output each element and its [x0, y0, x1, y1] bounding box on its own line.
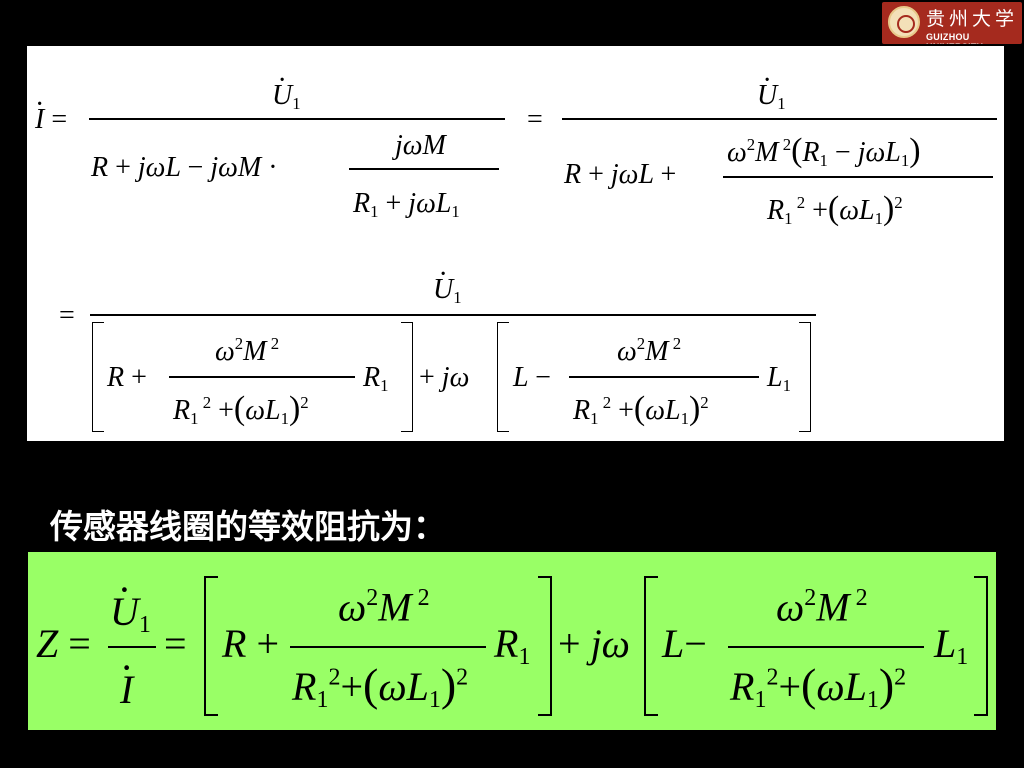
- bracket1-r-plus: R +: [107, 362, 147, 393]
- z-numerator-u1: U1: [110, 592, 151, 638]
- right-bracket-2: [799, 322, 811, 432]
- bracket2-denominator: R1 2 +(ωL1)2: [573, 390, 709, 429]
- green-numerator-2: ω2M 2: [776, 584, 868, 630]
- bracket2-numerator: ω2M 2: [617, 334, 682, 367]
- green-denominator-2: R12+(ωL1)2: [730, 659, 907, 714]
- green-denominator-1: R12+(ωL1)2: [292, 659, 469, 714]
- bracket1-r1: R1: [363, 362, 389, 396]
- inner-numerator-jwm: jωM: [395, 130, 446, 161]
- main-fraction-line-2: [562, 118, 997, 120]
- inner-fraction-line-2: [723, 176, 993, 178]
- green-fraction-line-2: [728, 646, 924, 648]
- numerator-u1-c: U1: [433, 276, 462, 307]
- bracket1-fraction-line: [169, 376, 355, 378]
- denominator-1: R + jωL − jωM ·: [91, 152, 278, 183]
- bracket1-numerator: ω2M 2: [215, 334, 280, 367]
- logo-chinese-name: 贵州大学: [926, 8, 1019, 30]
- bracket2-l1: L1: [767, 362, 791, 396]
- green-l1: L1: [934, 621, 969, 671]
- university-seal-icon: [888, 6, 920, 38]
- green-right-bracket-1: [538, 576, 552, 716]
- green-r1: R1: [494, 621, 531, 671]
- equals-sign-2: =: [59, 300, 75, 331]
- green-l-minus: L−: [662, 621, 707, 666]
- inner-denominator-2: R1 2 +(ωL1)2: [767, 190, 903, 229]
- current-derivation-panel: I = U1 R + jωL − jωM · jωM R1 + jωL1 = U…: [27, 46, 1004, 441]
- green-numerator-1: ω2M 2: [338, 584, 430, 630]
- green-left-bracket-2: [644, 576, 658, 716]
- equivalent-impedance-heading: 传感器线圈的等效阻抗为：: [50, 507, 446, 546]
- bracket2-fraction-line: [569, 376, 759, 378]
- main-fraction-line-1: [89, 118, 505, 120]
- plus-j-omega: + jω: [419, 362, 470, 393]
- bracket1-denominator: R1 2 +(ωL1)2: [173, 390, 309, 429]
- current-symbol: I =: [35, 106, 67, 134]
- main-fraction-line-3: [90, 314, 816, 316]
- green-left-bracket-1: [204, 576, 218, 716]
- impedance-formula-panel: Z = U1 I = R + ω2M 2 R12+(ωL1)2 R1 + jω …: [28, 552, 996, 730]
- logo-english-name: GUIZHOU UNIVERSITY: [926, 32, 983, 44]
- green-r-plus: R +: [222, 621, 279, 666]
- inner-numerator-2: ω2M 2(R1 − jωL1): [727, 132, 921, 171]
- z-denominator-i: I: [120, 670, 133, 710]
- bracket2-l-minus: L −: [513, 362, 551, 393]
- green-plus-j-omega: + jω: [558, 621, 630, 666]
- left-bracket-2: [497, 322, 509, 432]
- z-equals: Z =: [36, 621, 91, 666]
- inner-fraction-line-1: [349, 168, 499, 170]
- equals-sign-1: =: [527, 104, 543, 135]
- left-bracket-1: [92, 322, 104, 432]
- university-logo: 贵州大学 GUIZHOU UNIVERSITY: [882, 2, 1022, 44]
- green-right-bracket-2: [974, 576, 988, 716]
- green-fraction-line-1: [290, 646, 486, 648]
- right-bracket-1: [401, 322, 413, 432]
- numerator-u1-b: U1: [757, 82, 786, 113]
- denominator-2-left: R + jωL +: [564, 159, 677, 190]
- inner-denominator-1: R1 + jωL1: [353, 188, 460, 222]
- numerator-u1: U1: [272, 82, 301, 113]
- equals-sign-3: =: [164, 621, 187, 666]
